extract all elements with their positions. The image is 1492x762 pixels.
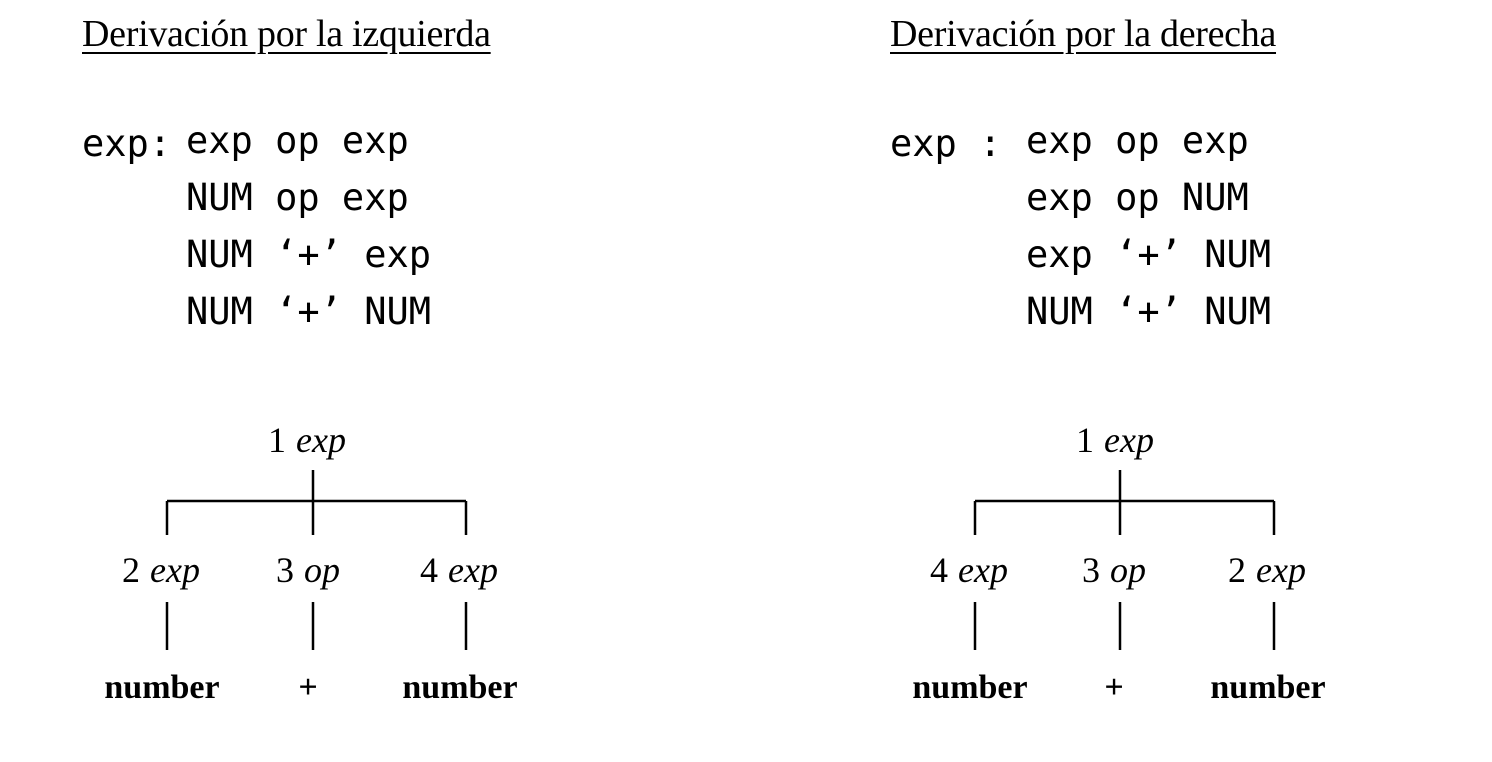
panel-left-derivation: Derivación por la izquierda exp: exp op … bbox=[0, 0, 700, 762]
derivation-step: exp op NUM bbox=[1026, 176, 1249, 219]
derivation-step: exp op exp bbox=[186, 119, 409, 162]
derivation-step: NUM op exp bbox=[186, 176, 409, 219]
derivation-step: exp op exp bbox=[1026, 119, 1249, 162]
derivation-step: NUM ‘+’ NUM bbox=[186, 290, 432, 333]
derivation-step: NUM ‘+’ NUM bbox=[1026, 290, 1272, 333]
derivation-head: exp: bbox=[82, 122, 172, 165]
derivation-head: exp : bbox=[890, 122, 1002, 165]
derivation-step: NUM ‘+’ exp bbox=[186, 233, 432, 276]
panel-title: Derivación por la izquierda bbox=[82, 13, 491, 55]
tree-leaf: number bbox=[1210, 669, 1325, 706]
panel-title: Derivación por la derecha bbox=[890, 13, 1277, 55]
derivation-step: exp ‘+’ NUM bbox=[1026, 233, 1272, 276]
tree-leaf: + bbox=[298, 669, 317, 706]
tree-leaf: number bbox=[402, 669, 517, 706]
tree-leaf: number bbox=[104, 669, 219, 706]
tree-leaf: + bbox=[1104, 669, 1123, 706]
tree-leaf: number bbox=[912, 669, 1027, 706]
panel-right-derivation: Derivación por la derecha exp : exp op e… bbox=[808, 0, 1492, 762]
